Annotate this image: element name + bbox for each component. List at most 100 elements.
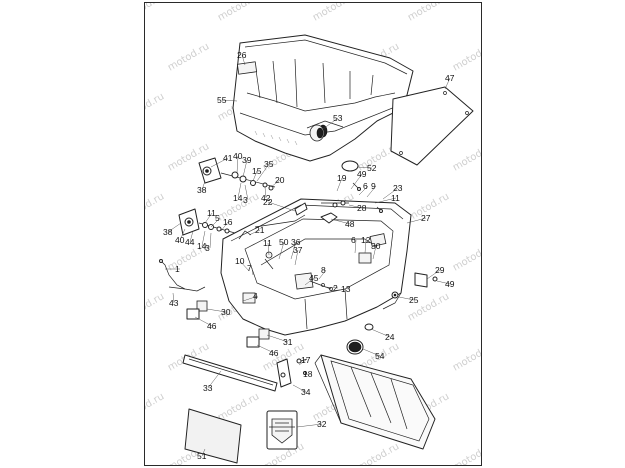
- callout-leader: [292, 384, 307, 393]
- watermark-text: motod.ru: [406, 3, 451, 24]
- callout-label: 38: [163, 227, 173, 237]
- callout-label: 35: [264, 159, 274, 169]
- callout-label: 34: [301, 387, 311, 397]
- callout-label: 55: [217, 95, 227, 105]
- callout-label: 24: [385, 332, 395, 342]
- callout-label: 44: [185, 237, 195, 247]
- callout-leader: [362, 348, 381, 357]
- watermark-text: motod.ru: [145, 291, 166, 323]
- watermark-text: motod.ru: [451, 241, 482, 273]
- callout-label: 17: [301, 355, 311, 365]
- washer-part: [364, 323, 374, 331]
- watermark-text: motod.ru: [451, 341, 482, 373]
- callout-leader: [172, 292, 175, 304]
- callout-leader: [179, 228, 186, 241]
- callout-leader: [304, 373, 309, 376]
- callout-leader: [370, 328, 391, 338]
- callout-leader: [221, 99, 238, 102]
- callout-label: 1: [175, 264, 180, 274]
- callout-leader: [374, 197, 397, 204]
- callout-leader: [204, 212, 213, 224]
- latch-assembly-bottom: [276, 358, 308, 388]
- callout-label: 22: [263, 197, 273, 207]
- callout-leader: [278, 241, 285, 260]
- callout-leader: [436, 280, 451, 285]
- callout-label: 6: [351, 235, 356, 245]
- callout-leader: [206, 308, 227, 313]
- callout-label: 19: [337, 173, 347, 183]
- callout-label: 38: [197, 185, 207, 195]
- lid-part: [232, 34, 414, 162]
- callout-label: 8: [321, 265, 326, 275]
- callout-leader: [358, 185, 369, 196]
- latch-right: [391, 272, 438, 299]
- callout-leader: [336, 177, 343, 192]
- callout-label: 43: [169, 298, 179, 308]
- callout-leader: [318, 269, 327, 280]
- callout-label: 37: [293, 245, 303, 255]
- liner-part: [390, 86, 474, 166]
- bracket-part: [320, 212, 338, 224]
- callout-label: 29: [435, 265, 445, 275]
- hinge-assembly-top: [198, 157, 276, 191]
- callout-leader: [251, 267, 254, 276]
- callout-leader: [237, 182, 242, 199]
- callout-leader: [267, 242, 270, 256]
- callout-label: 51: [197, 451, 207, 461]
- watermark-text: motod.ru: [166, 41, 211, 73]
- callout-leader: [444, 77, 451, 90]
- watermark-text: motod.ru: [451, 41, 482, 73]
- callout-label: 6: [363, 181, 368, 191]
- callout-label: 42: [261, 193, 271, 203]
- gasket-part: [341, 160, 359, 172]
- decal-part: [236, 61, 258, 75]
- callout-leader: [252, 170, 258, 182]
- callout-label: 41: [223, 153, 233, 163]
- callout-leader: [398, 296, 415, 301]
- callout-label: 7: [247, 263, 252, 273]
- callout-leader: [201, 180, 206, 191]
- callout-leader: [194, 316, 213, 327]
- callout-label: 30: [371, 241, 381, 251]
- callout-label: 13: [341, 284, 351, 294]
- callout-label: 20: [275, 175, 285, 185]
- callout-leader: [290, 241, 297, 260]
- callout-label: 9: [371, 181, 376, 191]
- watermark-text: motod.ru: [216, 3, 261, 24]
- callout-label: 45: [309, 273, 319, 283]
- callout-label: 14: [197, 241, 207, 251]
- pads-left: [186, 300, 270, 348]
- callout-leader: [270, 179, 281, 188]
- callout-label: 14: [233, 193, 243, 203]
- callout-label: 30: [221, 307, 231, 317]
- callout-leader: [242, 295, 259, 302]
- callout-leader: [372, 245, 377, 260]
- callout-leader: [248, 229, 261, 236]
- callout-leader: [210, 157, 229, 168]
- callout-leader: [267, 201, 296, 212]
- callout-leader: [201, 230, 206, 247]
- callout-leader: [364, 239, 367, 254]
- emblem-part: [266, 410, 298, 450]
- callout-leader: [220, 221, 229, 232]
- callout-label: 12: [361, 235, 371, 245]
- callout-leader: [294, 249, 299, 266]
- callout-leader: [167, 222, 182, 233]
- callout-label: 46: [207, 321, 217, 331]
- callout-leader: [356, 166, 373, 169]
- callout-leader: [256, 344, 275, 354]
- clip-part: [294, 202, 308, 216]
- cable-part: [159, 259, 206, 292]
- callout-label: 10: [235, 256, 245, 266]
- callout-leader: [382, 187, 399, 200]
- callout-leader: [236, 155, 239, 174]
- callout-leader: [244, 184, 249, 201]
- fasteners-right: [321, 182, 383, 213]
- watermark-text: motod.ru: [145, 391, 166, 423]
- callout-leader: [239, 260, 250, 272]
- callout-label: 5: [215, 213, 220, 223]
- callout-leader: [296, 423, 323, 428]
- callout-leader: [201, 448, 206, 457]
- callout-label: 32: [317, 419, 327, 429]
